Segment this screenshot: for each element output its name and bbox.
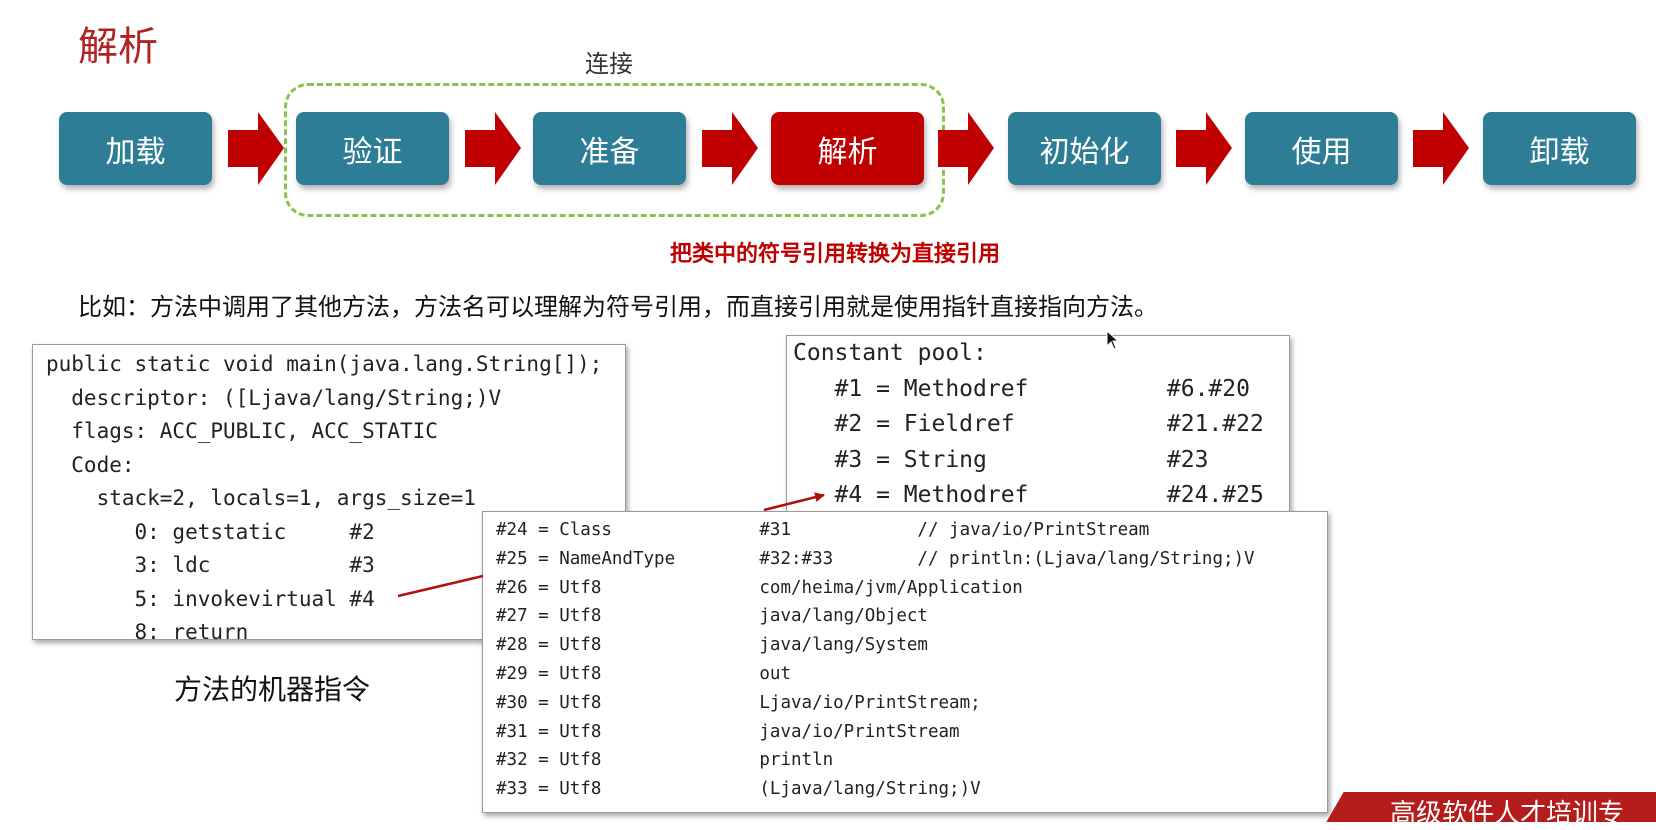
pool-line: #3 = String #23 xyxy=(793,446,1209,473)
brand-banner-text: 高级软件人才培训专 xyxy=(1390,799,1625,829)
arrow-right-icon xyxy=(465,112,521,185)
pool-line: #4 = Methodref #24.#25 xyxy=(793,482,1264,508)
pool-detail-line: #33 = Utf8 (Ljava/lang/String;)V xyxy=(496,779,981,800)
code-line: Code: xyxy=(46,452,135,477)
constant-pool-box: Constant pool: #1 = Methodref #6.#20 #2 … xyxy=(786,335,1290,515)
caption: 方法的机器指令 xyxy=(174,673,371,706)
stage-prepare: 准备 xyxy=(533,112,686,185)
example-text: 比如：方法中调用了其他方法，方法名可以理解为符号引用，而直接引用就是使用指针直接… xyxy=(78,293,1158,321)
code-line: 3: ldc #3 xyxy=(46,553,375,577)
pool-detail-line: #25 = NameAndType #32:#33 // println:(Lj… xyxy=(496,548,1255,569)
arrow-right-icon xyxy=(702,112,758,185)
pool-line: #2 = Fieldref #21.#22 xyxy=(793,411,1264,437)
pool-line: Constant pool: xyxy=(793,340,987,366)
arrow-right-icon xyxy=(228,112,284,185)
stage-verify: 验证 xyxy=(296,112,449,185)
arrow-right-icon xyxy=(1413,112,1469,185)
code-line: flags: ACC_PUBLIC, ACC_STATIC xyxy=(46,419,438,443)
code-line: 0: getstatic #2 xyxy=(46,519,375,544)
pointer-arrow-line xyxy=(763,492,825,512)
stage-load: 加载 xyxy=(59,112,212,185)
stage-initialize: 初始化 xyxy=(1008,112,1161,185)
pool-detail-line: #28 = Utf8 java/lang/System xyxy=(496,635,928,656)
code-line: stack=2, locals=1, args_size=1 xyxy=(46,486,476,510)
code-line: 5: invokevirtual #4 xyxy=(46,586,375,611)
arrow-right-icon xyxy=(938,112,994,185)
constant-pool-detail-box: #24 = Class #31 // java/io/PrintStream #… xyxy=(482,511,1328,813)
mouse-cursor-icon xyxy=(1106,330,1120,350)
pool-detail-line: #27 = Utf8 java/lang/Object xyxy=(496,606,928,627)
subtitle: 把类中的符号引用转换为直接引用 xyxy=(670,242,1001,267)
arrow-right-icon xyxy=(1176,112,1232,185)
invokevirtual-pointer-line xyxy=(397,574,484,598)
pool-detail-line: #26 = Utf8 com/heima/jvm/Application xyxy=(496,577,1023,598)
pool-line: #1 = Methodref #6.#20 xyxy=(793,375,1250,402)
connect-label: 连接 xyxy=(585,50,633,78)
pool-detail-line: #31 = Utf8 java/io/PrintStream xyxy=(496,721,960,742)
pool-detail-line: #24 = Class #31 // java/io/PrintStream xyxy=(496,520,1150,540)
pool-detail-line: #30 = Utf8 Ljava/io/PrintStream; xyxy=(496,692,981,713)
code-line: public static void main(java.lang.String… xyxy=(46,352,603,376)
pool-detail-line: #32 = Utf8 println xyxy=(496,750,834,771)
page-title: 解析 xyxy=(78,24,158,70)
stage-unload: 卸载 xyxy=(1483,112,1636,185)
stage-resolve: 解析 xyxy=(771,112,924,185)
stage-use: 使用 xyxy=(1245,112,1398,185)
code-line: descriptor: ([Ljava/lang/String;)V xyxy=(46,385,502,410)
pool-detail-line: #29 = Utf8 out xyxy=(496,663,792,684)
code-line: 8: return xyxy=(46,620,249,644)
